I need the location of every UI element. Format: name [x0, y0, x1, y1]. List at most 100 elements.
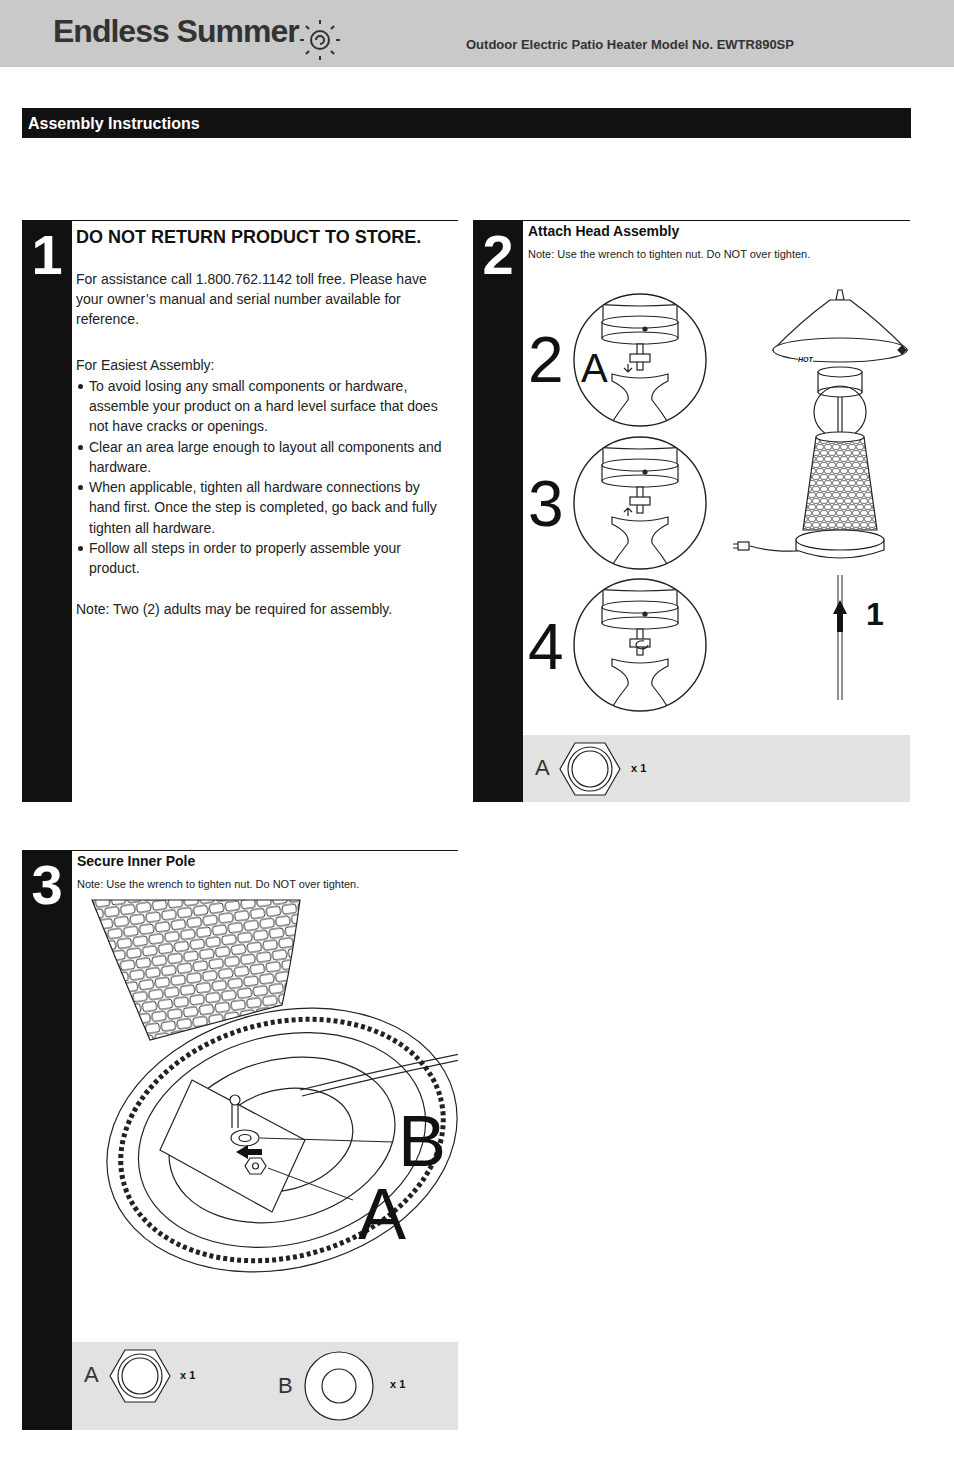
step-panel: 1DO NOT RETURN PRODUCT TO STORE. For assi… — [22, 220, 458, 802]
step-number: 3 — [22, 854, 72, 916]
illustration-part — [300, 20, 340, 60]
illustration-part — [738, 542, 749, 550]
bullet-dot — [78, 485, 83, 490]
part-letter: A — [535, 757, 550, 779]
illustration-part — [77, 970, 458, 1309]
illustration-part — [230, 1095, 240, 1105]
part-letter: A — [84, 1364, 99, 1386]
illustration-part — [0, 0, 954, 67]
illustration-part — [816, 432, 864, 442]
illustration-part — [231, 1130, 259, 1146]
illustration-part — [636, 641, 648, 649]
step-title: DO NOT RETURN PRODUCT TO STORE. — [76, 226, 452, 249]
illustration-part — [572, 751, 608, 787]
illustration-part — [818, 387, 862, 397]
bullet-item: To avoid losing any small components or … — [76, 376, 452, 437]
illustration-part — [560, 294, 720, 440]
illustration-part — [245, 1158, 266, 1174]
illustration-part — [118, 1354, 162, 1398]
illustration-part — [236, 1145, 262, 1159]
illustration-part — [803, 437, 877, 530]
illustration-part — [322, 1369, 356, 1403]
bullet-dot — [78, 445, 83, 450]
step-number: 1 — [22, 224, 72, 286]
illustration-part — [122, 1358, 158, 1394]
illustration-part — [22, 108, 911, 138]
illustration-part — [239, 1135, 251, 1142]
brand-name: Endless Summer — [53, 12, 299, 50]
bullet-item: When applicable, tighten all hardware co… — [76, 477, 452, 538]
callout-label: A — [581, 348, 608, 388]
bullet-item: Clear an area large enough to layout all… — [76, 437, 452, 478]
step-note: Note: Use the wrench to tighten nut. Do … — [77, 878, 359, 891]
part-letter: B — [278, 1375, 293, 1397]
step-text: For assistance call 1.800.762.1142 toll … — [76, 269, 452, 330]
illustration-part — [560, 437, 720, 583]
illustration-part — [300, 1052, 458, 1096]
illustration-part — [77, 970, 458, 1309]
callout-label: 2 — [528, 328, 564, 392]
illustration-part — [773, 338, 907, 362]
bullet-text: To avoid losing any small components or … — [89, 376, 452, 437]
part-count: x 1 — [631, 763, 646, 774]
illustration-part — [22, 850, 72, 1430]
bullet-text: Clear an area large enough to layout all… — [89, 437, 452, 478]
illustration-part — [114, 1002, 450, 1278]
bullet-dot — [78, 384, 83, 389]
illustration-part — [624, 364, 648, 649]
illustration-part — [814, 386, 866, 438]
note-text: Note: Two (2) adults may be required for… — [76, 599, 452, 619]
callout-label: 3 — [528, 472, 564, 536]
bullet-dot — [78, 546, 83, 551]
callout-label: 1 — [866, 598, 884, 630]
illustration-part — [750, 546, 798, 551]
bullet-item: Follow all steps in order to properly as… — [76, 538, 452, 579]
illustration-part — [818, 367, 862, 377]
illustration-part — [268, 1168, 353, 1200]
illustration-part — [160, 1080, 305, 1212]
illustration-part — [93, 985, 458, 1296]
illustration-part — [838, 575, 842, 700]
illustration-part — [898, 346, 906, 354]
illustration-part — [560, 579, 720, 725]
step-title: Secure Inner Pole — [77, 853, 195, 870]
step-title: Attach Head Assembly — [528, 223, 679, 240]
illustration-part — [77, 900, 458, 1310]
illustration-part — [72, 220, 458, 221]
illustration-part — [253, 1163, 259, 1169]
illustration-part — [560, 743, 620, 795]
illustration-part — [300, 20, 340, 60]
illustration-part — [260, 1138, 393, 1142]
illustration-part — [22, 220, 72, 802]
callout-label: 4 — [528, 615, 564, 679]
step-panel: 3 Secure Inner PoleNote: Use the wrench t… — [22, 850, 458, 1430]
parts-strip: Ax 1 — [523, 735, 910, 802]
warning-label: HOT — [798, 356, 813, 363]
part-count: x 1 — [180, 1370, 195, 1381]
model-title: Outdoor Electric Patio Heater Model No. … — [466, 37, 794, 53]
illustration-part — [624, 364, 632, 372]
part-count: x 1 — [390, 1379, 405, 1390]
illustration-part — [110, 1350, 170, 1402]
illustration-part — [523, 220, 910, 221]
illustration-part — [473, 220, 523, 802]
illustration-part — [796, 530, 884, 550]
illustration-part — [836, 290, 844, 300]
section-band: Assembly Instructions — [22, 108, 911, 138]
section-title: Assembly Instructions — [28, 114, 200, 133]
step-text: For Easiest Assembly: — [76, 355, 452, 375]
illustration-part — [560, 743, 620, 795]
illustration-part — [523, 735, 910, 802]
bullet-text: Follow all steps in order to properly as… — [89, 538, 452, 579]
step-note: Note: Use the wrench to tighten nut. Do … — [528, 248, 810, 261]
illustration-part — [838, 397, 842, 432]
illustration-part — [833, 600, 847, 632]
illustration-part — [568, 747, 612, 791]
parts-strip: Ax 1 Bx 1 — [72, 1342, 458, 1430]
illustration-part — [72, 1342, 458, 1430]
illustration-part — [316, 36, 324, 44]
illustration-part — [624, 508, 632, 516]
step-body: DO NOT RETURN PRODUCT TO STORE. For assis… — [76, 226, 452, 619]
